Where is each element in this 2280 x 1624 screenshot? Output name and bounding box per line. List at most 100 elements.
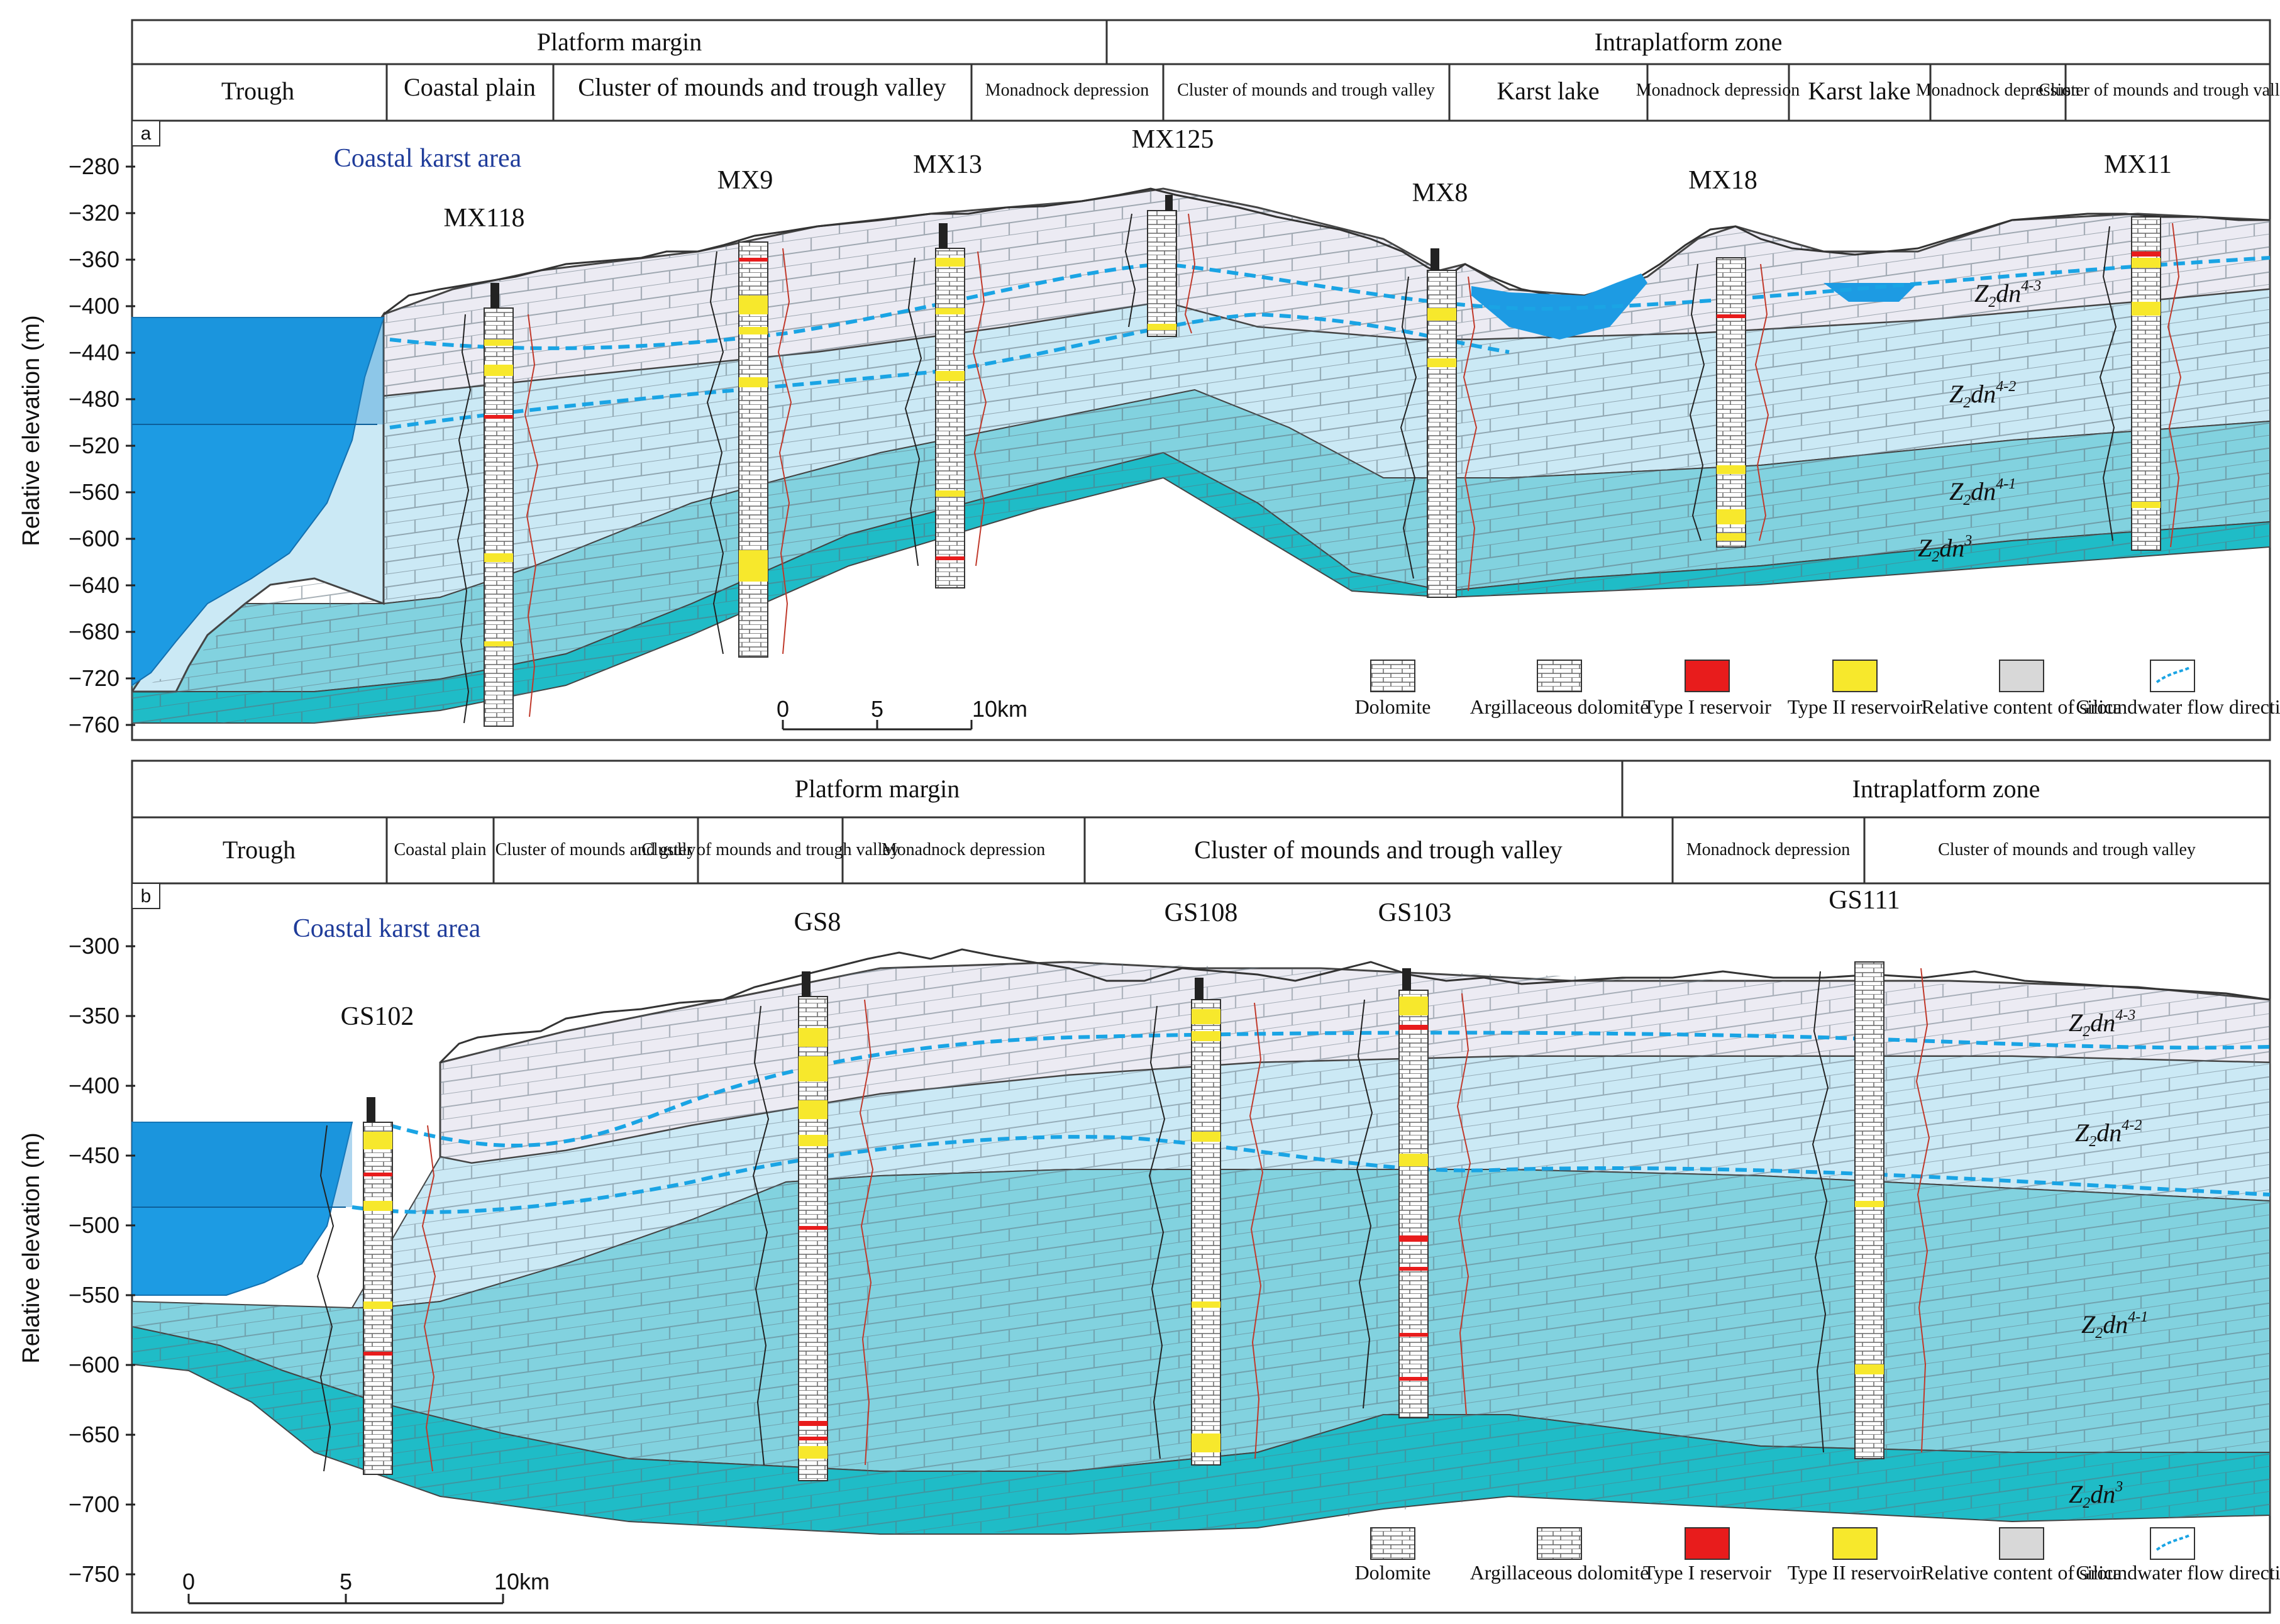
panel-a-tick-label: −320: [69, 200, 119, 226]
sub-a-monadnock-1: Monadnock depression: [985, 80, 1149, 100]
well-mx9: MX9: [717, 166, 773, 195]
panel-a-tick-label: −280: [69, 153, 119, 179]
well-gs102: GS102: [341, 1002, 414, 1031]
panel-b-scale-bar: 0 5 10km: [182, 1569, 550, 1605]
panel-a-tick-label: −760: [69, 712, 119, 737]
header-b-platform-margin: Platform margin: [795, 775, 960, 803]
well-mx13: MX13: [913, 150, 982, 179]
well-mx8: MX8: [1412, 179, 1468, 207]
panel-b-tick-label: −650: [69, 1422, 119, 1447]
panel-b-area-label: Coastal karst area: [293, 914, 481, 943]
well-mx11: MX11: [2104, 150, 2172, 179]
well-mx18: MX18: [1688, 166, 1757, 195]
sub-a-cluster-1: Cluster of mounds and trough valley: [578, 73, 946, 101]
sub-b-coastal-plain: Coastal plain: [394, 840, 487, 859]
panel-a-tick-label: −680: [69, 619, 119, 644]
legend-b-argillaceous: Argillaceous dolomite: [1470, 1561, 1649, 1584]
panel-a-layer-3: Z2dn3: [1918, 533, 1972, 565]
svg-text:5: 5: [871, 696, 883, 722]
header-a-intraplatform: Intraplatform zone: [1595, 28, 1783, 56]
panel-b-legend: Dolomite Argillaceous dolomite Type I re…: [1355, 1527, 2280, 1584]
panel-a-tick-label: −640: [69, 572, 119, 598]
panel-a-ticks: −280 −320 −360 −400 −440 −480 −520 −560 −600 −640…: [69, 153, 135, 737]
svg-text:10km: 10km: [972, 696, 1027, 722]
panel-a-tick-label: −400: [69, 293, 119, 319]
panel-b-layer-3: Z2dn3: [2069, 1479, 2123, 1511]
panel-a-trough-water: [131, 317, 385, 687]
well-mx118: MX118: [443, 204, 524, 233]
panel-b-tick-label: −700: [69, 1491, 119, 1517]
legend-b-type1: Type I reservoir: [1643, 1561, 1771, 1584]
panel-a-area-label: Coastal karst area: [334, 144, 522, 173]
panel-a-tick-label: −560: [69, 479, 119, 505]
legend-b-silica: Relative content of silica: [1922, 1561, 2122, 1584]
legend-a-flow: Groundwater flow direction: [2076, 695, 2280, 718]
panel-b-tick-label: −350: [69, 1003, 119, 1029]
sub-b-monadnock-1: Monadnock depression: [882, 840, 1046, 859]
panel-a-layer-4-1: Z2dn4-1: [1949, 476, 2016, 509]
legend-b-flow: Groundwater flow direction: [2076, 1561, 2280, 1584]
well-gs111: GS111: [1829, 886, 1900, 915]
sub-a-coastal-plain: Coastal plain: [404, 73, 536, 101]
panel-b-tick-label: −400: [69, 1073, 119, 1098]
sub-b-cluster-3: Cluster of mounds and trough valley: [1938, 840, 2196, 859]
panel-b-tick-label: −300: [69, 933, 119, 959]
sub-b-monadnock-2: Monadnock depression: [1686, 840, 1851, 859]
panel-a-tick-label: −480: [69, 386, 119, 412]
panel-a-karst-lake: [1471, 273, 1647, 340]
sub-a-monadnock-2: Monadnock depression: [1636, 80, 1800, 100]
panel-b-id: b: [141, 886, 152, 907]
sub-a-karst-lake-1: Karst lake: [1497, 77, 1599, 105]
panel-a: Platform margin Intraplatform zone Troug…: [18, 19, 2280, 741]
sub-b-mounds-gully: Cluster of mounds and gully: [495, 840, 696, 859]
svg-text:0: 0: [777, 696, 789, 722]
sub-b-cluster-2: Cluster of mounds and trough valley: [1194, 836, 1562, 864]
panel-b-ticks: −300 −350 −400 −450 −500 −550 −600 −650 −700 −750: [69, 933, 135, 1587]
well-gs108: GS108: [1165, 898, 1238, 927]
sub-a-cluster-3: Cluster of mounds and trough valley: [2039, 80, 2280, 100]
panel-a-tick-label: −360: [69, 246, 119, 272]
header-a-platform-margin: Platform margin: [537, 28, 702, 56]
well-gs8: GS8: [794, 908, 841, 937]
panel-b-wells: [316, 961, 1930, 1481]
panel-a-legend: Dolomite Argillaceous dolomite Type I re…: [1355, 660, 2280, 718]
legend-a-type2: Type II reservoir: [1788, 695, 1923, 718]
panel-b: Platform margin Intraplatform zone Troug…: [18, 760, 2280, 1614]
panel-a-tick-label: −440: [69, 340, 119, 365]
sub-b-cluster-1: Cluster of mounds and trough valley: [641, 840, 899, 859]
well-gs103: GS103: [1378, 898, 1452, 927]
legend-a-argillaceous: Argillaceous dolomite: [1470, 695, 1649, 718]
legend-b-dolomite: Dolomite: [1355, 1561, 1431, 1584]
sub-a-cluster-2: Cluster of mounds and trough valley: [1177, 80, 1435, 100]
panel-a-scale-bar: 0 5 10km: [777, 696, 1027, 731]
panel-a-tick-label: −600: [69, 526, 119, 551]
panel-a-id: a: [141, 123, 152, 144]
sub-b-trough: Trough: [223, 836, 296, 864]
panel-a-layers: [131, 187, 2271, 724]
panel-b-tick-label: −500: [69, 1212, 119, 1238]
panel-a-wells: [457, 195, 2182, 727]
legend-a-type1: Type I reservoir: [1643, 695, 1771, 718]
panel-a-tick-label: −720: [69, 665, 119, 691]
svg-text:10km: 10km: [494, 1569, 550, 1594]
sub-a-monadnock-3: Monadnock depression: [1916, 80, 2080, 100]
panel-b-tick-label: −750: [69, 1561, 119, 1587]
well-mx125: MX125: [1132, 125, 1214, 154]
panel-b-tick-label: −450: [69, 1142, 119, 1168]
legend-a-silica: Relative content of silica: [1922, 695, 2122, 718]
panel-a-axis-label: Relative elevation (m): [18, 315, 45, 546]
panel-b-trough-water: [131, 1122, 353, 1296]
sub-a-trough: Trough: [221, 77, 294, 105]
svg-text:0: 0: [182, 1569, 195, 1594]
legend-a-dolomite: Dolomite: [1355, 695, 1431, 718]
panel-a-tick-label: −520: [69, 433, 119, 458]
sub-a-karst-lake-2: Karst lake: [1808, 77, 1910, 105]
header-b-intraplatform: Intraplatform zone: [1852, 775, 2040, 803]
panel-b-axis-label: Relative elevation (m): [18, 1132, 45, 1363]
panel-b-tick-label: −600: [69, 1352, 119, 1378]
svg-text:5: 5: [340, 1569, 352, 1594]
panel-a-layer-4-2: Z2dn4-2: [1949, 378, 2016, 411]
legend-b-type2: Type II reservoir: [1788, 1561, 1923, 1584]
panel-b-tick-label: −550: [69, 1282, 119, 1308]
